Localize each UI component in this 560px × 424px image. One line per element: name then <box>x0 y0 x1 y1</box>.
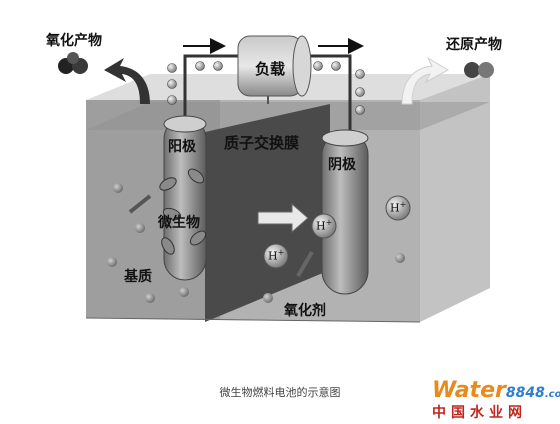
watermark-brand: Water <box>432 378 506 403</box>
load-label: 负载 <box>255 60 286 78</box>
oxidation-product-molecule <box>58 52 88 74</box>
oxidant-arrow <box>296 250 314 278</box>
substrate-dot <box>145 293 155 303</box>
electron <box>355 69 365 79</box>
watermark-number: 8848 <box>505 385 545 401</box>
protons <box>263 195 411 269</box>
reduction-product-molecule <box>464 62 494 78</box>
watermark-subtitle: 中国水业网 <box>432 405 527 421</box>
oxidation-product-arrow <box>104 58 150 104</box>
proton-transfer-arrow <box>257 202 309 234</box>
electron <box>331 61 341 71</box>
load-resistor <box>237 35 312 104</box>
proton-ball <box>263 243 289 269</box>
microbe-cell <box>187 168 205 184</box>
wire-left <box>183 54 240 118</box>
electron <box>355 87 365 97</box>
external-circuit <box>167 38 365 134</box>
substrate-dot <box>113 183 123 193</box>
electron <box>167 95 177 105</box>
microbe-cell <box>189 230 207 246</box>
figure-caption: 微生物燃料电池的示意图 <box>219 386 341 399</box>
proton-symbol: H <box>268 249 278 263</box>
proton-charge: + <box>277 248 285 257</box>
proton-ball <box>385 195 411 221</box>
microbe-cell <box>162 207 182 221</box>
reduction-product-label: 还原产物 <box>446 37 502 53</box>
microbe-cell <box>161 237 175 255</box>
microbe-cell <box>159 177 177 191</box>
proton-charge: + <box>325 218 333 227</box>
substrate-dot <box>263 293 273 303</box>
cathode-rod <box>321 129 369 295</box>
substrate-arrow <box>128 194 152 214</box>
tank-side-face <box>420 74 490 322</box>
substrate-dot <box>395 253 405 263</box>
watermark-suffix: .com <box>544 389 560 400</box>
proton-label: H+ <box>390 200 406 215</box>
oxidant-label: 氧化剂 <box>284 303 326 319</box>
microbes <box>159 168 207 255</box>
electron <box>195 61 205 71</box>
watermark-logo: Water8848.com <box>432 378 560 403</box>
microbe-label: 微生物 <box>158 215 200 231</box>
substrate-dot <box>135 223 145 233</box>
oxidation-product-label: 氧化产物 <box>46 33 102 49</box>
substrate-particles <box>107 183 405 303</box>
electrons <box>167 61 365 115</box>
proton-charge: + <box>399 200 407 209</box>
reduction-product-arrow <box>401 56 450 105</box>
substrate-dot <box>107 257 117 267</box>
proton-symbol: H <box>390 201 400 215</box>
substrate-dot <box>179 287 189 297</box>
proton-ball <box>311 213 337 239</box>
proton-label: H+ <box>316 218 332 233</box>
anode-label: 阳极 <box>168 139 196 155</box>
electron <box>213 61 223 71</box>
tank-edge-bottom <box>85 317 421 323</box>
electron <box>167 63 177 73</box>
substrate-label: 基质 <box>124 269 152 285</box>
electron <box>313 61 323 71</box>
electron <box>355 105 365 115</box>
proton-symbol: H <box>316 219 326 233</box>
membrane-label: 质子交换膜 <box>224 134 300 152</box>
electron <box>167 79 177 89</box>
cathode-label: 阴极 <box>328 157 356 173</box>
wire-right <box>300 54 352 134</box>
proton-label: H+ <box>268 248 284 263</box>
